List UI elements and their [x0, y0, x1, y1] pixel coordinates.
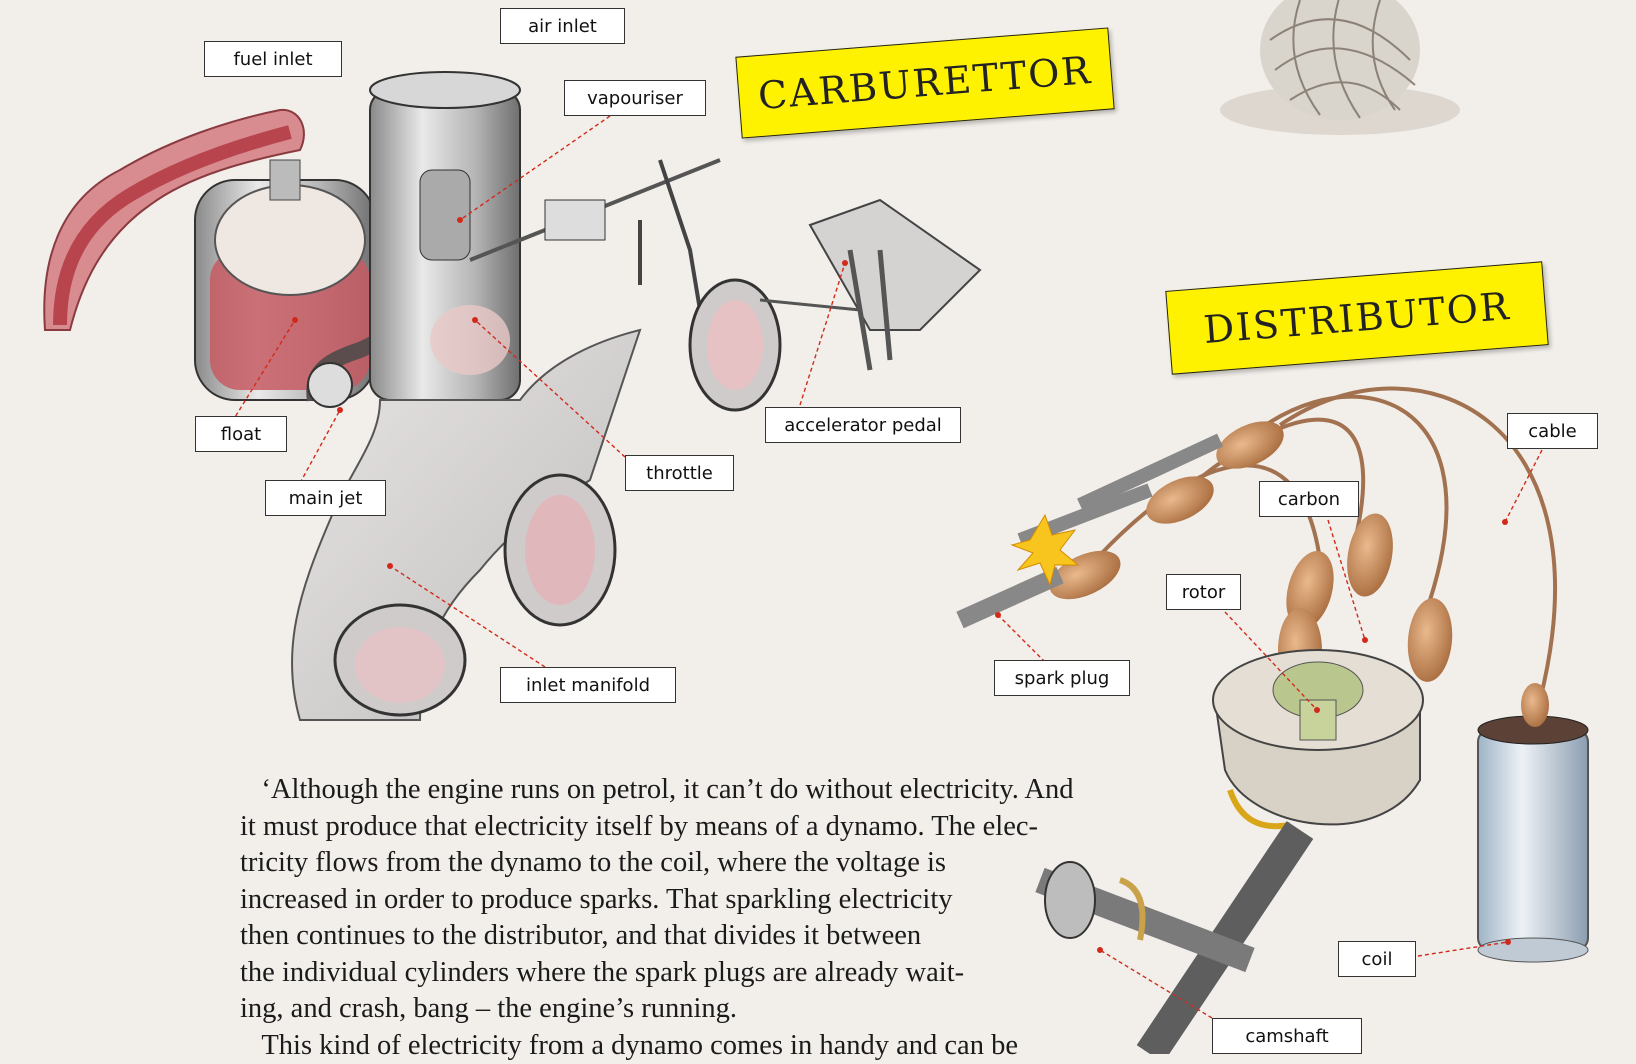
- body-text-line: it must produce that electricity itself …: [240, 809, 1073, 846]
- label-throttle: throttle: [625, 455, 734, 491]
- yarn-ball-illustration: [1220, 0, 1460, 135]
- label-camshaft: camshaft: [1212, 1018, 1362, 1054]
- label-float: float: [195, 416, 287, 452]
- label-inlet-manifold: inlet manifold: [500, 667, 676, 703]
- body-text-line: ing, and crash, bang – the engine’s runn…: [240, 991, 1073, 1028]
- label-carbon: carbon: [1259, 481, 1359, 517]
- label-air-inlet: air inlet: [500, 8, 625, 44]
- carburettor-illustration: [44, 72, 980, 720]
- label-vapouriser: vapouriser: [564, 80, 706, 116]
- label-rotor: rotor: [1166, 574, 1241, 610]
- body-text-line: This kind of electricity from a dynamo c…: [240, 1028, 1073, 1064]
- label-accelerator-pedal: accelerator pedal: [765, 407, 961, 443]
- label-fuel-inlet: fuel inlet: [204, 41, 342, 77]
- body-text-line: then continues to the distributor, and t…: [240, 918, 1073, 955]
- label-cable: cable: [1507, 413, 1598, 449]
- body-text-line: the individual cylinders where the spark…: [240, 955, 1073, 992]
- label-main-jet: main jet: [265, 480, 386, 516]
- body-text-line: ‘Although the engine runs on petrol, it …: [240, 772, 1073, 809]
- body-text-line: tricity flows from the dynamo to the coi…: [240, 845, 1073, 882]
- label-coil: coil: [1338, 941, 1416, 977]
- body-text-line: increased in order to produce sparks. Th…: [240, 882, 1073, 919]
- label-spark-plug: spark plug: [994, 660, 1130, 696]
- body-text: ‘Although the engine runs on petrol, it …: [240, 772, 1073, 1064]
